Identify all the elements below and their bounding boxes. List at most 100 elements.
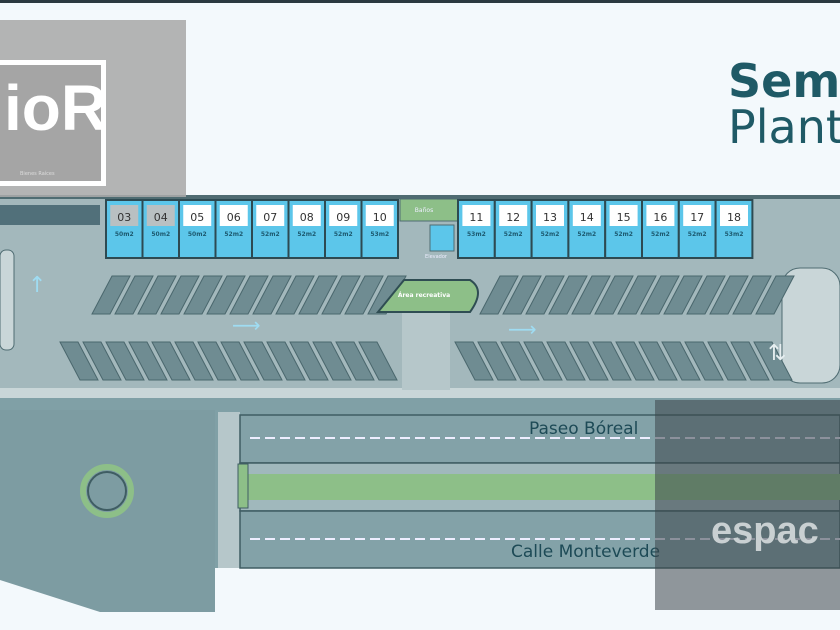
watermark-overlay: espac [655, 400, 840, 610]
parking-stall [114, 275, 154, 315]
unit-area: 53m2 [725, 231, 744, 238]
logo-text: ioR [4, 72, 108, 144]
parking-stall [151, 341, 191, 381]
parking-stall [197, 341, 237, 381]
parking-stall [732, 275, 772, 315]
unit-10[interactable]: 10 53m2 [360, 199, 399, 259]
street-label-south: Calle Monteverde [511, 542, 661, 562]
unit-number-box [219, 205, 248, 226]
unit-area: 52m2 [651, 231, 670, 238]
parking-stall [105, 341, 145, 381]
parking-stall [243, 341, 283, 381]
parking-stall [275, 275, 315, 315]
unit-area: 50m2 [151, 231, 170, 238]
arrow-right-icon: ⟶ [508, 317, 537, 341]
parking-stall [617, 275, 657, 315]
unit-number-box [256, 205, 285, 226]
parking-stall [137, 275, 177, 315]
unit-number-box [462, 205, 491, 226]
parking-stall [220, 341, 260, 381]
top-border [0, 0, 840, 3]
parking-stall [344, 275, 384, 315]
recreation-label: Área recreativa [398, 292, 450, 299]
parking-stall [500, 341, 540, 381]
unit-area: 52m2 [614, 231, 633, 238]
parking-stall [477, 341, 517, 381]
unit-18[interactable]: 18 53m2 [714, 199, 754, 259]
unit-number-box [572, 205, 601, 226]
unit-number: 13 [543, 211, 557, 224]
unit-number-box [146, 205, 175, 226]
lot-island-right [781, 267, 840, 384]
unit-number: 18 [727, 211, 741, 224]
title-line-2: Plant [728, 100, 840, 154]
parking-stall [479, 275, 519, 315]
unit-area: 52m2 [504, 231, 523, 238]
parking-stall [525, 275, 565, 315]
unit-area: 52m2 [297, 231, 316, 238]
parking-stall [252, 275, 292, 315]
building-edge [0, 205, 100, 225]
watermark-text: espac [711, 510, 819, 552]
unit-number: 11 [469, 211, 483, 224]
parking-stall [206, 275, 246, 315]
parking-stall [312, 341, 352, 381]
sidewalk [0, 388, 840, 398]
unit-area: 52m2 [577, 231, 596, 238]
unit-number: 09 [336, 211, 350, 224]
parking-stall [289, 341, 329, 381]
parking-stall [592, 341, 632, 381]
elevator-label: Elevador [425, 254, 448, 260]
recreation-area [375, 279, 479, 313]
unit-number: 17 [690, 211, 704, 224]
unit-area: 50m2 [115, 231, 134, 238]
parking-stall [709, 275, 749, 315]
unit-area: 52m2 [688, 231, 707, 238]
arrow-right-icon: ⟶ [232, 313, 261, 337]
arrow-updown-icon: ⇅ [768, 341, 786, 366]
unit-number-box [183, 205, 212, 226]
parking-stall [229, 275, 269, 315]
parking-stall [183, 275, 223, 315]
lot-edge [0, 195, 840, 199]
parking-stall [753, 341, 793, 381]
arrow-up-icon: ↑ [28, 273, 46, 298]
unit-area: 52m2 [261, 231, 280, 238]
unit-number-box [365, 205, 394, 226]
unit-17[interactable]: 17 52m2 [677, 199, 717, 259]
logo-overlay: ioR Bienes Raíces [0, 20, 186, 197]
parking-stall [548, 275, 588, 315]
parking-stall [367, 275, 407, 315]
unit-number: 10 [373, 211, 387, 224]
parking-stall [266, 341, 306, 381]
parking-stall [523, 341, 563, 381]
unit-area: 53m2 [370, 231, 389, 238]
parking-stall [128, 341, 168, 381]
unit-number-box [292, 205, 321, 226]
unit-number-box [646, 205, 675, 226]
unit-16[interactable]: 16 52m2 [641, 199, 680, 259]
parking-stall [358, 341, 398, 381]
parking-stall [298, 275, 338, 315]
parking-stall [663, 275, 703, 315]
bathrooms-label: Baños [415, 207, 433, 214]
unit-number-box [683, 205, 712, 226]
median-end [237, 463, 249, 509]
unit-number: 16 [653, 211, 667, 224]
parking-stall [502, 275, 542, 315]
elevator [429, 224, 455, 252]
parking-stall [335, 341, 375, 381]
parking-stall [755, 275, 795, 315]
